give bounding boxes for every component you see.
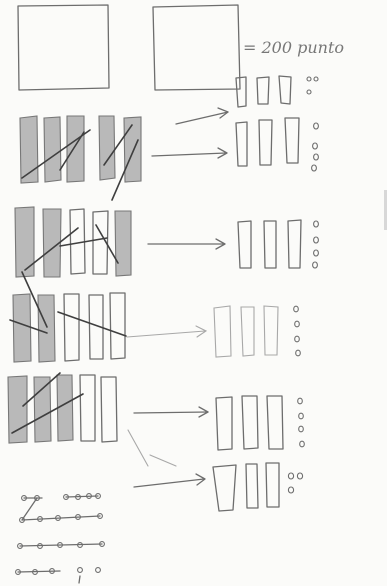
strip-row-4	[8, 373, 117, 443]
arrow-row-1a	[176, 108, 228, 124]
strip-row-3	[10, 272, 126, 362]
strip-group-row-3	[214, 306, 300, 357]
square-left	[18, 5, 109, 90]
strip-group-top	[236, 76, 318, 107]
strip-group-row-4	[216, 396, 304, 450]
arrow-row-4	[134, 407, 208, 417]
arrow-faint	[128, 430, 176, 466]
annotation-text: = 200 punto	[243, 38, 344, 57]
strip-row-1	[20, 116, 141, 200]
arrow-row-3	[127, 326, 206, 337]
strip-group-row-1	[236, 118, 318, 171]
arrow-row-1b	[152, 148, 227, 158]
strip-row-2	[15, 207, 131, 277]
strip-group-row-5	[213, 463, 303, 511]
arrow-row-5	[134, 474, 205, 487]
dot-chain-3	[18, 542, 105, 549]
arrow-row-2	[148, 239, 225, 249]
dot-chain-2	[20, 514, 103, 523]
strip-group-row-2	[238, 220, 318, 268]
dot-chain-4	[16, 568, 101, 583]
square-right	[153, 5, 240, 90]
